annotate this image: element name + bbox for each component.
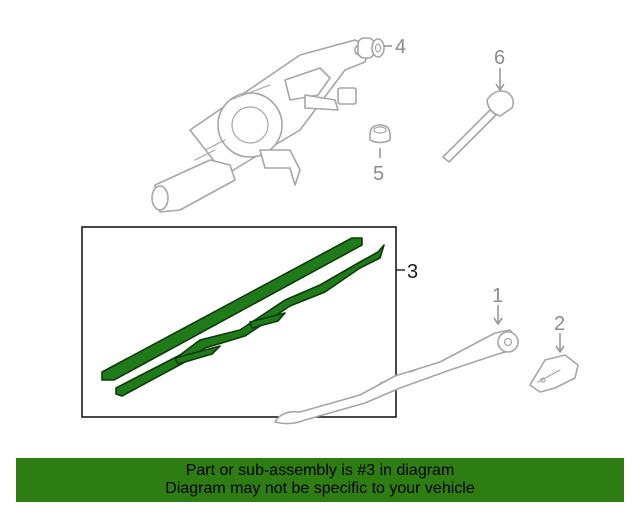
part-3-wiper-blade[interactable] [101, 237, 385, 397]
part-6-nozzle[interactable] [442, 90, 514, 163]
leader-1-arrow [493, 317, 503, 326]
part-2-cover[interactable] [529, 354, 579, 393]
part-5-cap[interactable] [369, 124, 391, 144]
callout-1[interactable]: 1 [492, 285, 503, 307]
callout-6[interactable]: 6 [494, 47, 505, 69]
banner-line-1: Part or sub-assembly is #3 in diagram [185, 462, 455, 479]
callout-3[interactable]: 3 [407, 261, 418, 283]
wiper-motor-assembly[interactable] [151, 39, 371, 213]
leader-2-arrow [555, 345, 565, 354]
leader-6-arrow [495, 83, 505, 92]
callout-4[interactable]: 4 [395, 36, 406, 58]
callout-5[interactable]: 5 [373, 163, 384, 185]
banner-line-2: Diagram may not be specific to your vehi… [165, 480, 475, 497]
part-1-wiper-arm[interactable] [274, 329, 519, 425]
callout-2[interactable]: 2 [554, 313, 565, 335]
info-banner: Part or sub-assembly is #3 in diagram Di… [16, 458, 624, 502]
part-4-grommet[interactable] [357, 37, 385, 59]
